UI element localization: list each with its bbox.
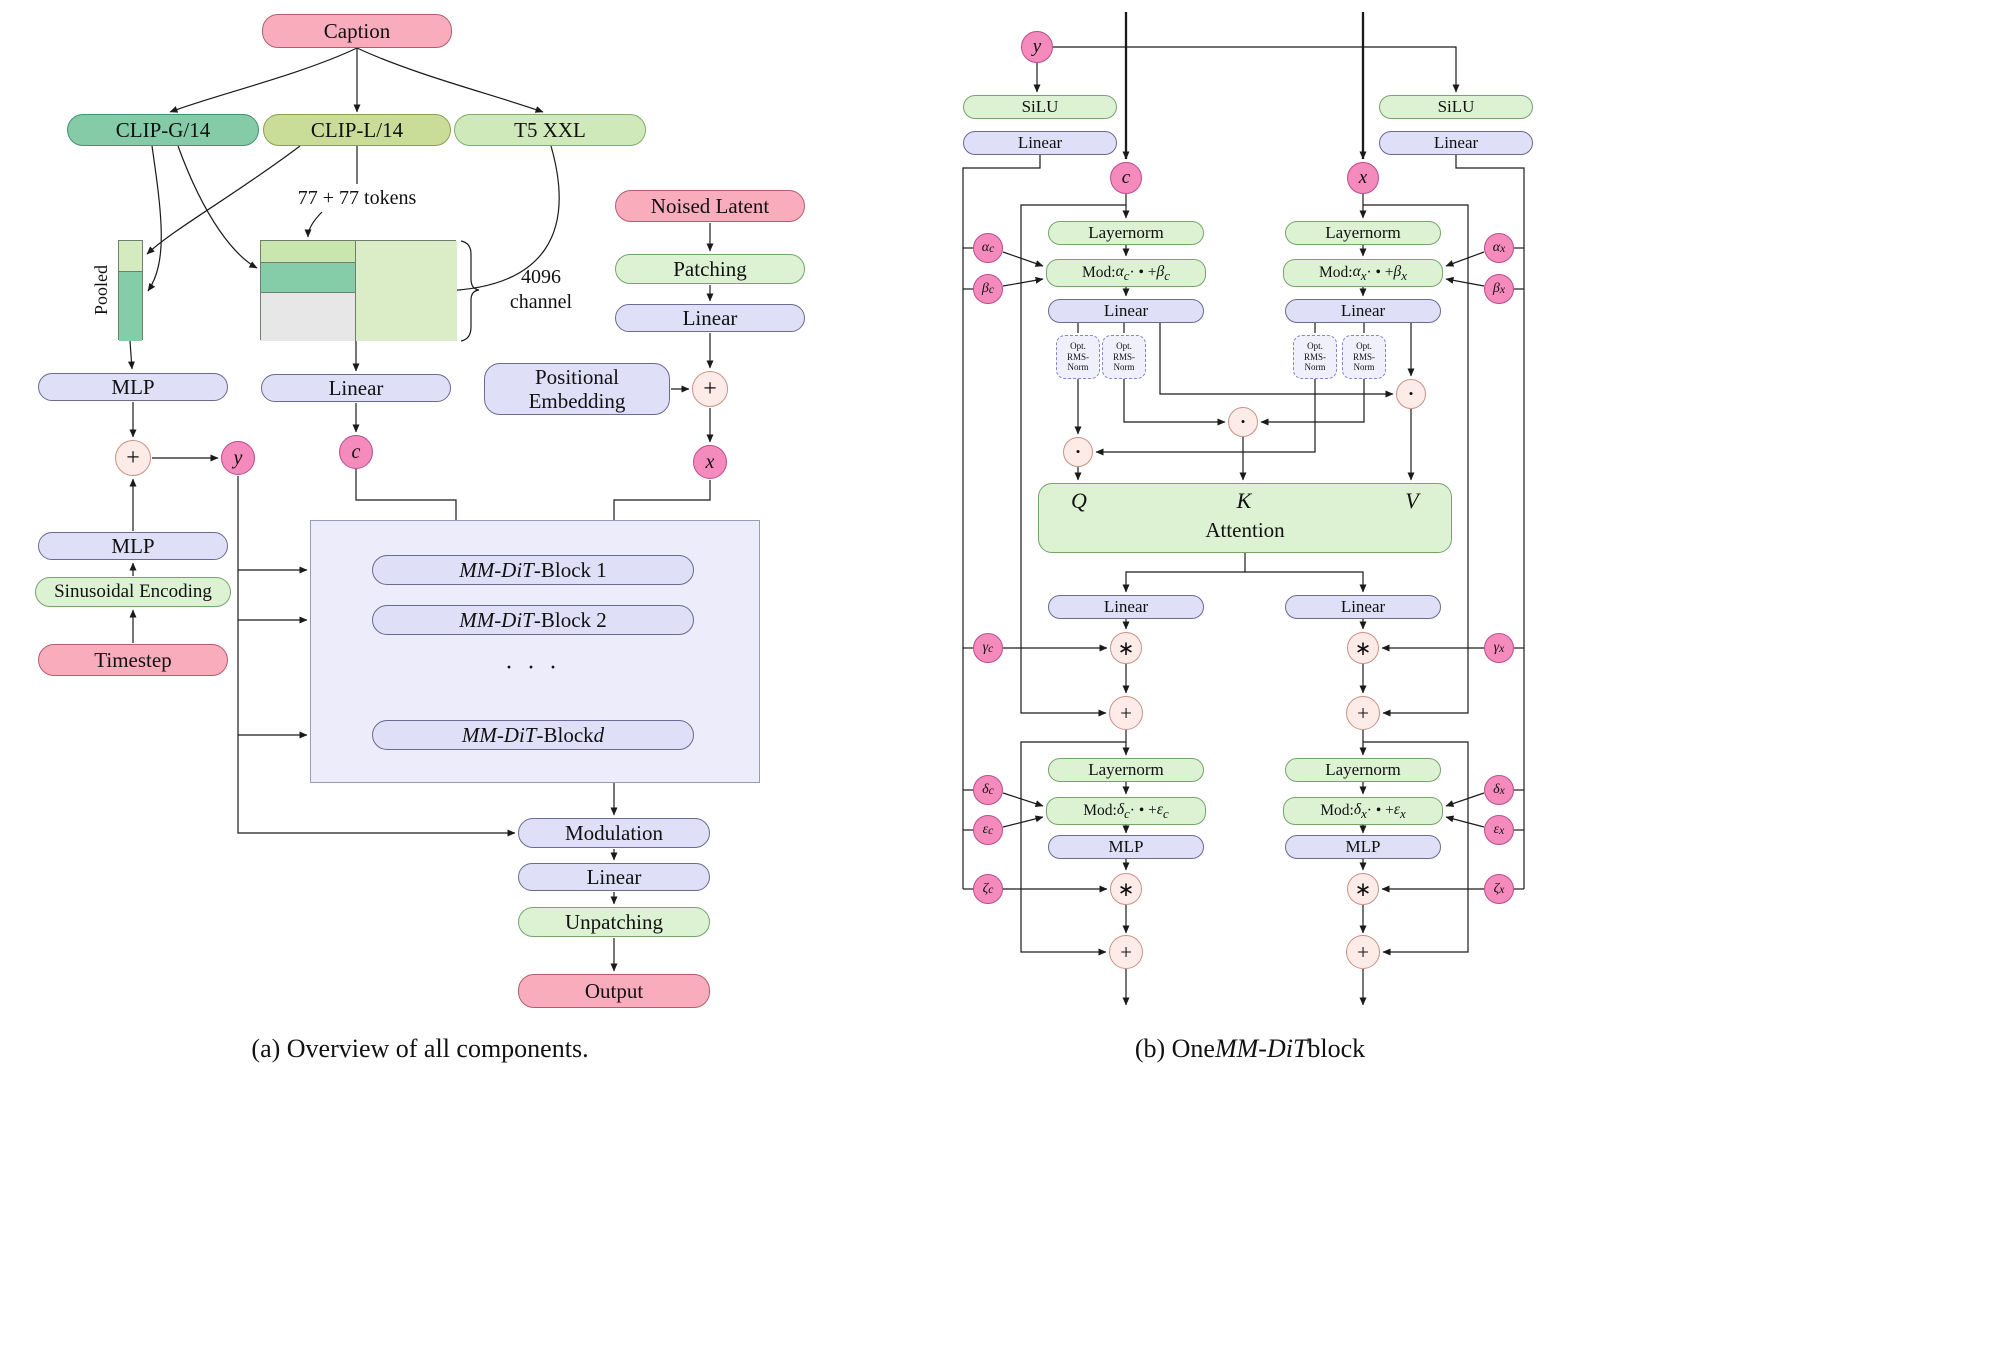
t5-encoder-node: T5 XXL <box>454 114 646 146</box>
concat-q-node: • <box>1063 437 1093 467</box>
attention-v-label: V <box>1405 488 1419 514</box>
attention-k-label: K <box>1236 488 1252 514</box>
rms-norm-c-q-node: Opt.RMS-Norm <box>1056 335 1100 379</box>
linear-x-proj-node: Linear <box>1285 595 1441 619</box>
matrix-clip-g-block <box>261 263 356 293</box>
add-timestep-node: + <box>115 440 151 476</box>
mmdit-block-2-node: MM-DiT-Block 2 <box>372 605 694 635</box>
x-input-node: x <box>1347 162 1379 194</box>
layernorm-c1-node: Layernorm <box>1048 221 1204 245</box>
channel-count-line1: 4096 <box>521 266 561 288</box>
attention-label: Attention <box>1205 517 1285 542</box>
residual-add-c1-node: + <box>1109 696 1143 730</box>
figure-caption-b: (b) One MM-DiT block <box>1134 1034 1366 1063</box>
channel-count-line2: channel <box>509 291 573 313</box>
c-context-node: c <box>339 435 373 469</box>
linear-x-qkv-node: Linear <box>1285 299 1441 323</box>
clip-g-encoder-node: CLIP-G/14 <box>67 114 259 146</box>
concat-k-node: • <box>1228 407 1258 437</box>
linear-c-qkv-node: Linear <box>1048 299 1204 323</box>
attention-node: Q K V Attention <box>1038 483 1452 553</box>
patching-node: Patching <box>615 254 805 284</box>
positional-embedding-node: Positional Embedding <box>484 363 670 415</box>
mlp-pooled-node: MLP <box>38 373 228 401</box>
pooled-label: Pooled <box>90 265 111 316</box>
y-input-node: y <box>1021 31 1053 63</box>
mod-c2-node: Mod: δc · • + εc <box>1046 797 1206 825</box>
linear-context-node: Linear <box>261 374 451 402</box>
attention-q-label: Q <box>1071 488 1087 514</box>
residual-add-x2-node: + <box>1346 935 1380 969</box>
pooled-embedding-bar <box>118 240 143 341</box>
unpatching-node: Unpatching <box>518 907 710 937</box>
mmdit-block-1-node: MM-DiT-Block 1 <box>372 555 694 585</box>
linear-output-node: Linear <box>518 863 710 891</box>
mod-x2-node: Mod: δx · • + εx <box>1283 797 1443 825</box>
clip-l-encoder-node: CLIP-L/14 <box>263 114 451 146</box>
layernorm-c2-node: Layernorm <box>1048 758 1204 782</box>
caption-node: Caption <box>262 14 452 48</box>
linear-patch-node: Linear <box>615 304 805 332</box>
scale-c2-node: ∗ <box>1110 873 1142 905</box>
linear-c-proj-node: Linear <box>1048 595 1204 619</box>
x-latent-node: x <box>693 445 727 479</box>
scale-x1-node: ∗ <box>1347 632 1379 664</box>
noised-latent-node: Noised Latent <box>615 190 805 222</box>
silu-right-node: SiLU <box>1379 95 1533 119</box>
linear-silu-right-node: Linear <box>1379 131 1533 155</box>
layernorm-x2-node: Layernorm <box>1285 758 1441 782</box>
rms-norm-c-k-node: Opt.RMS-Norm <box>1102 335 1146 379</box>
linear-silu-left-node: Linear <box>963 131 1117 155</box>
rms-norm-x-k-node: Opt.RMS-Norm <box>1342 335 1386 379</box>
mmdit-block-d-node: MM-DiT-Block d <box>372 720 694 750</box>
scale-x2-node: ∗ <box>1347 873 1379 905</box>
output-node: Output <box>518 974 710 1008</box>
c-input-node: c <box>1110 162 1142 194</box>
layernorm-x1-node: Layernorm <box>1285 221 1441 245</box>
panel-b-arrows <box>962 12 1525 1006</box>
matrix-clip-token-strip <box>261 241 356 263</box>
sinusoidal-encoding-node: Sinusoidal Encoding <box>35 577 231 607</box>
residual-add-c2-node: + <box>1109 935 1143 969</box>
concat-v-node: • <box>1396 379 1426 409</box>
add-positional-node: + <box>692 371 728 407</box>
matrix-t5-block <box>356 241 457 341</box>
matrix-padding-block <box>261 293 356 341</box>
mlp-c-node: MLP <box>1048 835 1204 859</box>
channel-count-label: 4096 channel <box>486 264 596 316</box>
token-matrix <box>260 240 457 341</box>
pooled-bottom-segment <box>119 271 142 341</box>
figure-caption-a: (a) Overview of all components. <box>251 1034 589 1063</box>
timestep-node: Timestep <box>38 644 228 676</box>
tokens-count-label: 77 + 77 tokens <box>297 186 417 209</box>
mlp-timestep-node: MLP <box>38 532 228 560</box>
y-conditioning-node: y <box>221 441 255 475</box>
mmdit-block-ellipsis: · · · <box>505 654 561 681</box>
mlp-x-node: MLP <box>1285 835 1441 859</box>
silu-left-node: SiLU <box>963 95 1117 119</box>
pooled-top-segment <box>119 241 142 271</box>
residual-add-x1-node: + <box>1346 696 1380 730</box>
rms-norm-x-q-node: Opt.RMS-Norm <box>1293 335 1337 379</box>
mod-c1-node: Mod: αc · • + βc <box>1046 259 1206 287</box>
scale-c1-node: ∗ <box>1110 632 1142 664</box>
modulation-node: Modulation <box>518 818 710 848</box>
mod-x1-node: Mod: αx · • + βx <box>1283 259 1443 287</box>
